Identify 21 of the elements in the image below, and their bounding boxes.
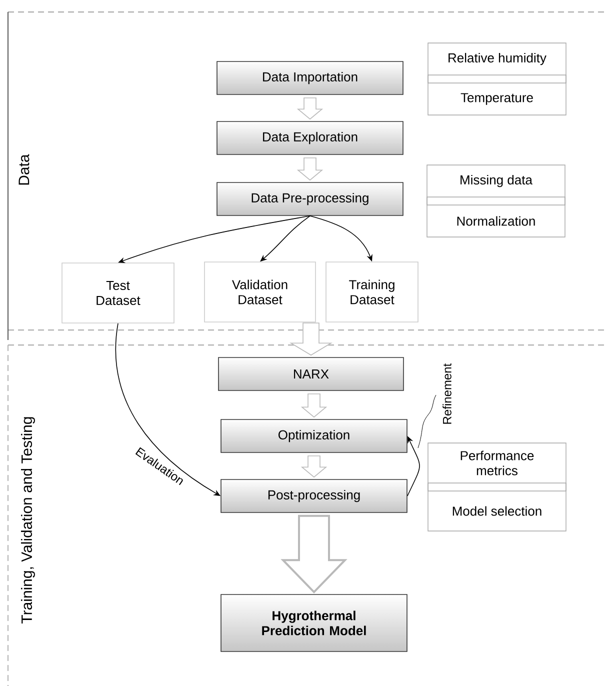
dataset-box: Validation Dataset bbox=[204, 262, 316, 322]
dataset-box: Training Dataset bbox=[326, 262, 418, 322]
process-box: Data Exploration bbox=[216, 121, 404, 155]
process-box: Data Importation bbox=[216, 61, 404, 95]
hollow-arrow bbox=[300, 456, 328, 478]
process-box: Data Pre-processing bbox=[216, 182, 404, 216]
process-box: Optimization bbox=[220, 419, 408, 453]
result-box: Hygrothermal Prediction Model bbox=[220, 594, 408, 652]
hollow-arrow bbox=[280, 514, 348, 594]
list-box: Missing data Normalization bbox=[426, 164, 566, 238]
hollow-arrow bbox=[296, 98, 324, 120]
dataset-box: Test Dataset bbox=[62, 262, 174, 324]
process-box: NARX bbox=[218, 357, 404, 391]
list-box: Relative humidity Temperature bbox=[428, 42, 566, 116]
hollow-arrow bbox=[300, 394, 328, 418]
band-label: Training, Validation and Testing bbox=[21, 417, 35, 624]
hollow-arrow bbox=[296, 158, 324, 181]
process-box: Post-processing bbox=[220, 479, 408, 513]
hollow-arrow bbox=[290, 322, 332, 356]
list-box: Performance metrics Model selection bbox=[428, 442, 566, 532]
band-label: Data bbox=[18, 154, 30, 185]
